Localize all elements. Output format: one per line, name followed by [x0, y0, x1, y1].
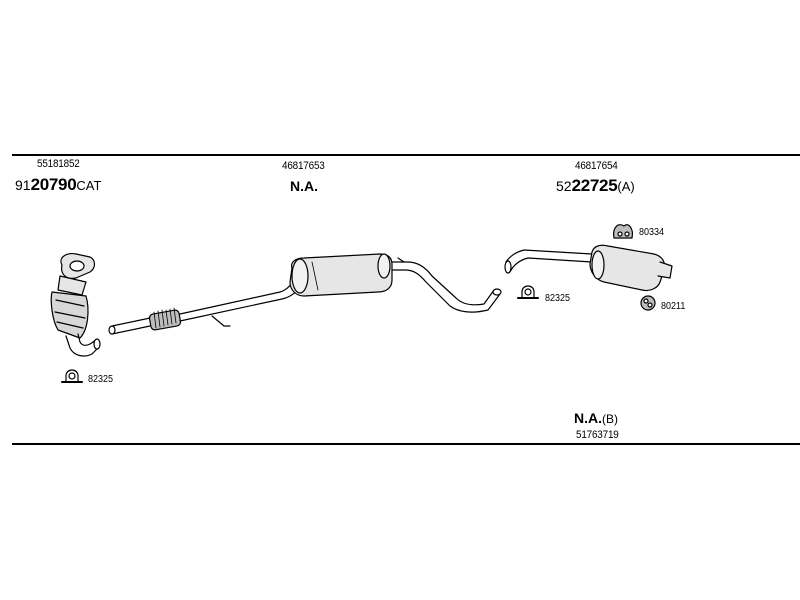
rear-part-suffix: (A) — [617, 179, 635, 194]
hanger-top-label: 80334 — [639, 227, 665, 238]
front-pipe — [108, 277, 305, 335]
rear-part-main: 22725 — [571, 176, 618, 195]
rubber-hanger-icon — [613, 224, 633, 239]
front-oem-number: 55181852 — [37, 158, 80, 170]
rubber-ring-icon — [640, 295, 656, 311]
bottom-divider — [12, 443, 800, 445]
rear-part-number: 5222725(A) — [556, 176, 635, 196]
top-divider — [12, 154, 800, 156]
front-part-prefix: 91 — [15, 177, 31, 193]
middle-part-label: N.A. — [290, 178, 318, 194]
clamp-icon — [61, 369, 83, 383]
rear-oem-number: 46817654 — [575, 160, 618, 172]
bottom-oem-number: 51763719 — [576, 429, 619, 441]
clamp-icon — [517, 285, 539, 299]
rear-part-prefix: 52 — [556, 178, 572, 194]
clamp-front-label: 82325 — [88, 374, 114, 385]
bottom-part-main: N.A. — [574, 410, 602, 426]
intermediate-pipe — [391, 257, 502, 313]
clamp-rear-label: 82325 — [545, 293, 571, 304]
rear-silencer — [504, 244, 673, 292]
front-part-number: 9120790CAT — [15, 175, 101, 195]
middle-oem-number: 46817653 — [282, 160, 325, 172]
bottom-part-suffix: (B) — [602, 412, 618, 426]
middle-silencer — [289, 253, 393, 297]
front-part-main: 20790 — [30, 175, 77, 194]
catalytic-converter — [50, 253, 101, 357]
front-part-suffix: CAT — [76, 178, 102, 193]
hanger-ring-label: 80211 — [661, 301, 686, 312]
bottom-part-label: N.A.(B) — [574, 410, 618, 426]
